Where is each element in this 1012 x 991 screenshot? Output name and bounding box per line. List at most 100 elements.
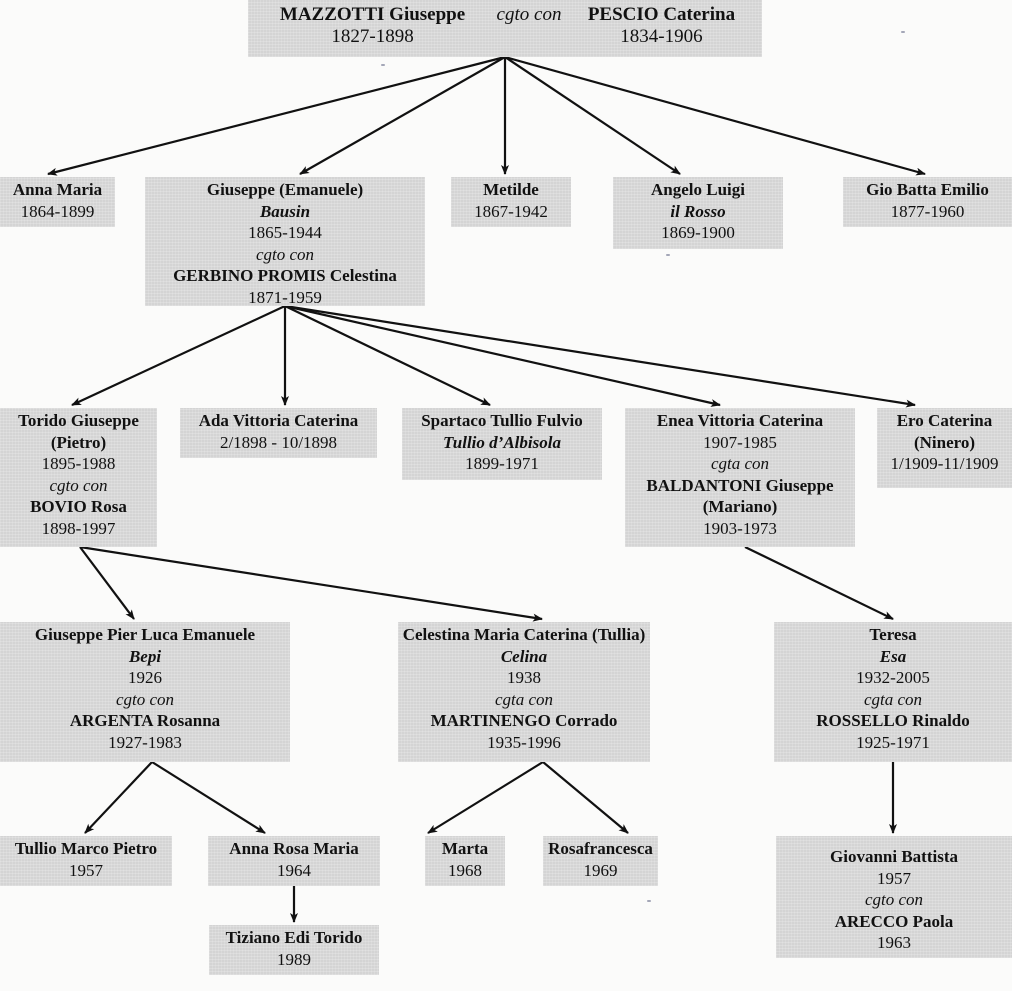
person-box: Ada Vittoria Caterina 2/1898 - 10/1898	[180, 408, 377, 458]
spouse-dates: 1963	[877, 933, 911, 952]
person-dates: 1932-2005	[856, 668, 930, 687]
person-box: Celestina Maria Caterina (Tullia) Celina…	[398, 622, 650, 762]
marriage-link: cgto con	[864, 890, 924, 909]
person-dates: 1969	[583, 860, 618, 880]
person-name: Torido Giuseppe	[18, 411, 139, 430]
person-dates: 2/1898 - 10/1898	[219, 432, 338, 452]
person-name: Giuseppe Pier Luca Emanuele	[34, 625, 256, 644]
person-box: Marta 1968	[425, 836, 505, 886]
person-dates: 1899-1971	[465, 454, 539, 473]
person-box: Anna Maria 1864-1899	[0, 177, 115, 227]
marriage-link: cgto con	[496, 4, 562, 25]
person-dates: 1827-1898	[331, 26, 414, 47]
spouse-name: MARTINENGO Corrado	[430, 711, 618, 730]
spouse-name: BALDANTONI Giuseppe	[646, 475, 834, 495]
arrow-giuseppe-emanuele-to-ero-caterina	[284, 304, 916, 408]
person-dates: 1964	[277, 860, 311, 880]
spouse-name: ROSSELLO Rinaldo	[816, 711, 970, 730]
spouse-name: ARGENTA Rosanna	[69, 711, 221, 730]
person-name: Spartaco Tullio Fulvio	[421, 411, 583, 430]
arrow-giuseppe-emanuele-to-torido-giuseppe	[71, 305, 286, 406]
marriage-link: cgta con	[863, 689, 923, 709]
spouse-dates: 1898-1997	[41, 518, 116, 538]
person-name: Ada Vittoria Caterina	[198, 411, 359, 430]
arrow-torido-giuseppe-to-giuseppe-pier-luca	[79, 546, 135, 620]
person-name: Anna Rosa Maria	[229, 839, 359, 858]
scan-speck	[381, 64, 385, 66]
person-box: Spartaco Tullio Fulvio Tullio d’Albisola…	[402, 408, 602, 480]
person-dates: 1968	[448, 860, 482, 880]
person-box: Tiziano Edi Torido 1989	[209, 925, 379, 975]
spouse-name-alt: (Mariano)	[702, 497, 778, 516]
spouse-dates: 1935-1996	[487, 732, 561, 752]
spouse-name: BOVIO Rosa	[30, 497, 127, 516]
arrow-giuseppe-emanuele-to-spartaco-tullio-fulvio	[284, 305, 491, 406]
marriage-link: cgta con	[710, 454, 770, 473]
spouse-dates: 1871-1959	[248, 287, 322, 307]
arrow-enea-vittoria-caterina-to-teresa	[744, 546, 894, 620]
person-dates: 1926	[128, 668, 162, 687]
person-dates: 1/1909-11/1909	[890, 454, 999, 473]
person-box: Teresa Esa 1932-2005 cgta con ROSSELLO R…	[774, 622, 1012, 762]
arrow-giuseppe-emanuele-to-enea-vittoria-caterina	[284, 304, 721, 407]
person-box: Torido Giuseppe (Pietro) 1895-1988 cgto …	[0, 408, 157, 547]
spouse-dates: 1925-1971	[856, 732, 930, 752]
person-nickname: Bausin	[259, 201, 311, 221]
spouse-dates: 1903-1973	[703, 518, 777, 538]
person-dates: 1865-1944	[248, 223, 322, 242]
person-name: Anna Maria	[12, 180, 103, 199]
person-dates: 1869-1900	[661, 223, 735, 242]
person-box: Giuseppe (Emanuele) Bausin 1865-1944 cgt…	[145, 177, 425, 307]
marriage-link: cgta con	[494, 689, 554, 709]
marriage-link: cgto con	[49, 475, 108, 495]
person-name-alt: (Ninero)	[913, 432, 976, 452]
person-name: Teresa	[869, 625, 917, 644]
arrow-root-to-anna-maria	[47, 55, 506, 176]
person-name: Tiziano Edi Torido	[225, 928, 363, 947]
person-nickname: Tullio d’Albisola	[443, 432, 561, 452]
person-dates: 1864-1899	[20, 201, 95, 221]
person-name: Gio Batta Emilio	[866, 180, 989, 199]
spouse-name: GERBINO PROMIS Celestina	[173, 266, 397, 285]
arrow-celestina-maria-caterina-to-marta	[427, 761, 544, 834]
person-name: Angelo Luigi	[651, 180, 745, 199]
marriage-link: cgto con	[115, 689, 175, 709]
person-dates: 1989	[277, 949, 311, 969]
person-name: Giuseppe (Emanuele)	[206, 180, 364, 199]
arrow-root-to-giuseppe-emanuele	[299, 56, 506, 175]
spouse-name: ARECCO Paola	[834, 911, 954, 931]
person-name-alt: (Pietro)	[50, 432, 107, 452]
person-dates: 1877-1960	[890, 201, 965, 221]
person-name: MAZZOTTI Giuseppe	[279, 4, 466, 25]
person-box: Giuseppe Pier Luca Emanuele Bepi 1926 cg…	[0, 622, 290, 762]
person-nickname: Bepi	[128, 646, 162, 666]
scan-speck	[901, 31, 905, 33]
arrow-giuseppe-pier-luca-to-tullio-marco-pietro	[84, 761, 153, 834]
person-name: Marta	[441, 839, 489, 858]
person-name: Enea Vittoria Caterina	[656, 411, 824, 430]
person-dates: 1957	[877, 868, 911, 888]
person-dates: 1895-1988	[41, 454, 116, 473]
person-dates: 1957	[69, 860, 103, 880]
scan-speck	[647, 900, 651, 902]
person-nickname: il Rosso	[670, 201, 726, 221]
person-box: Ero Caterina (Ninero) 1/1909-11/1909	[877, 408, 1012, 488]
arrow-celestina-maria-caterina-to-rosafrancesca	[542, 761, 629, 834]
scan-speck	[666, 254, 670, 256]
person-box: Rosafrancesca 1969	[543, 836, 658, 886]
person-name: Metilde	[483, 180, 539, 199]
person-dates: 1907-1985	[703, 432, 777, 452]
person-box: Gio Batta Emilio 1877-1960	[843, 177, 1012, 227]
arrow-giuseppe-pier-luca-to-anna-rosa-maria	[151, 761, 266, 834]
spouse-name: PESCIO Caterina	[587, 4, 736, 25]
person-box: Anna Rosa Maria 1964	[208, 836, 380, 886]
person-box: Enea Vittoria Caterina 1907-1985 cgta co…	[625, 408, 855, 547]
person-name: Tullio Marco Pietro	[14, 839, 158, 858]
person-name: Celestina Maria Caterina (Tullia)	[402, 625, 646, 644]
person-box: Giovanni Battista 1957 cgto con ARECCO P…	[776, 836, 1012, 958]
person-name: Ero Caterina	[896, 411, 993, 430]
arrow-torido-giuseppe-to-celestina-maria-caterina	[79, 545, 543, 622]
arrow-root-to-angelo-luigi	[504, 56, 681, 175]
person-box: Tullio Marco Pietro 1957	[0, 836, 172, 886]
person-nickname: Celina	[500, 646, 548, 666]
